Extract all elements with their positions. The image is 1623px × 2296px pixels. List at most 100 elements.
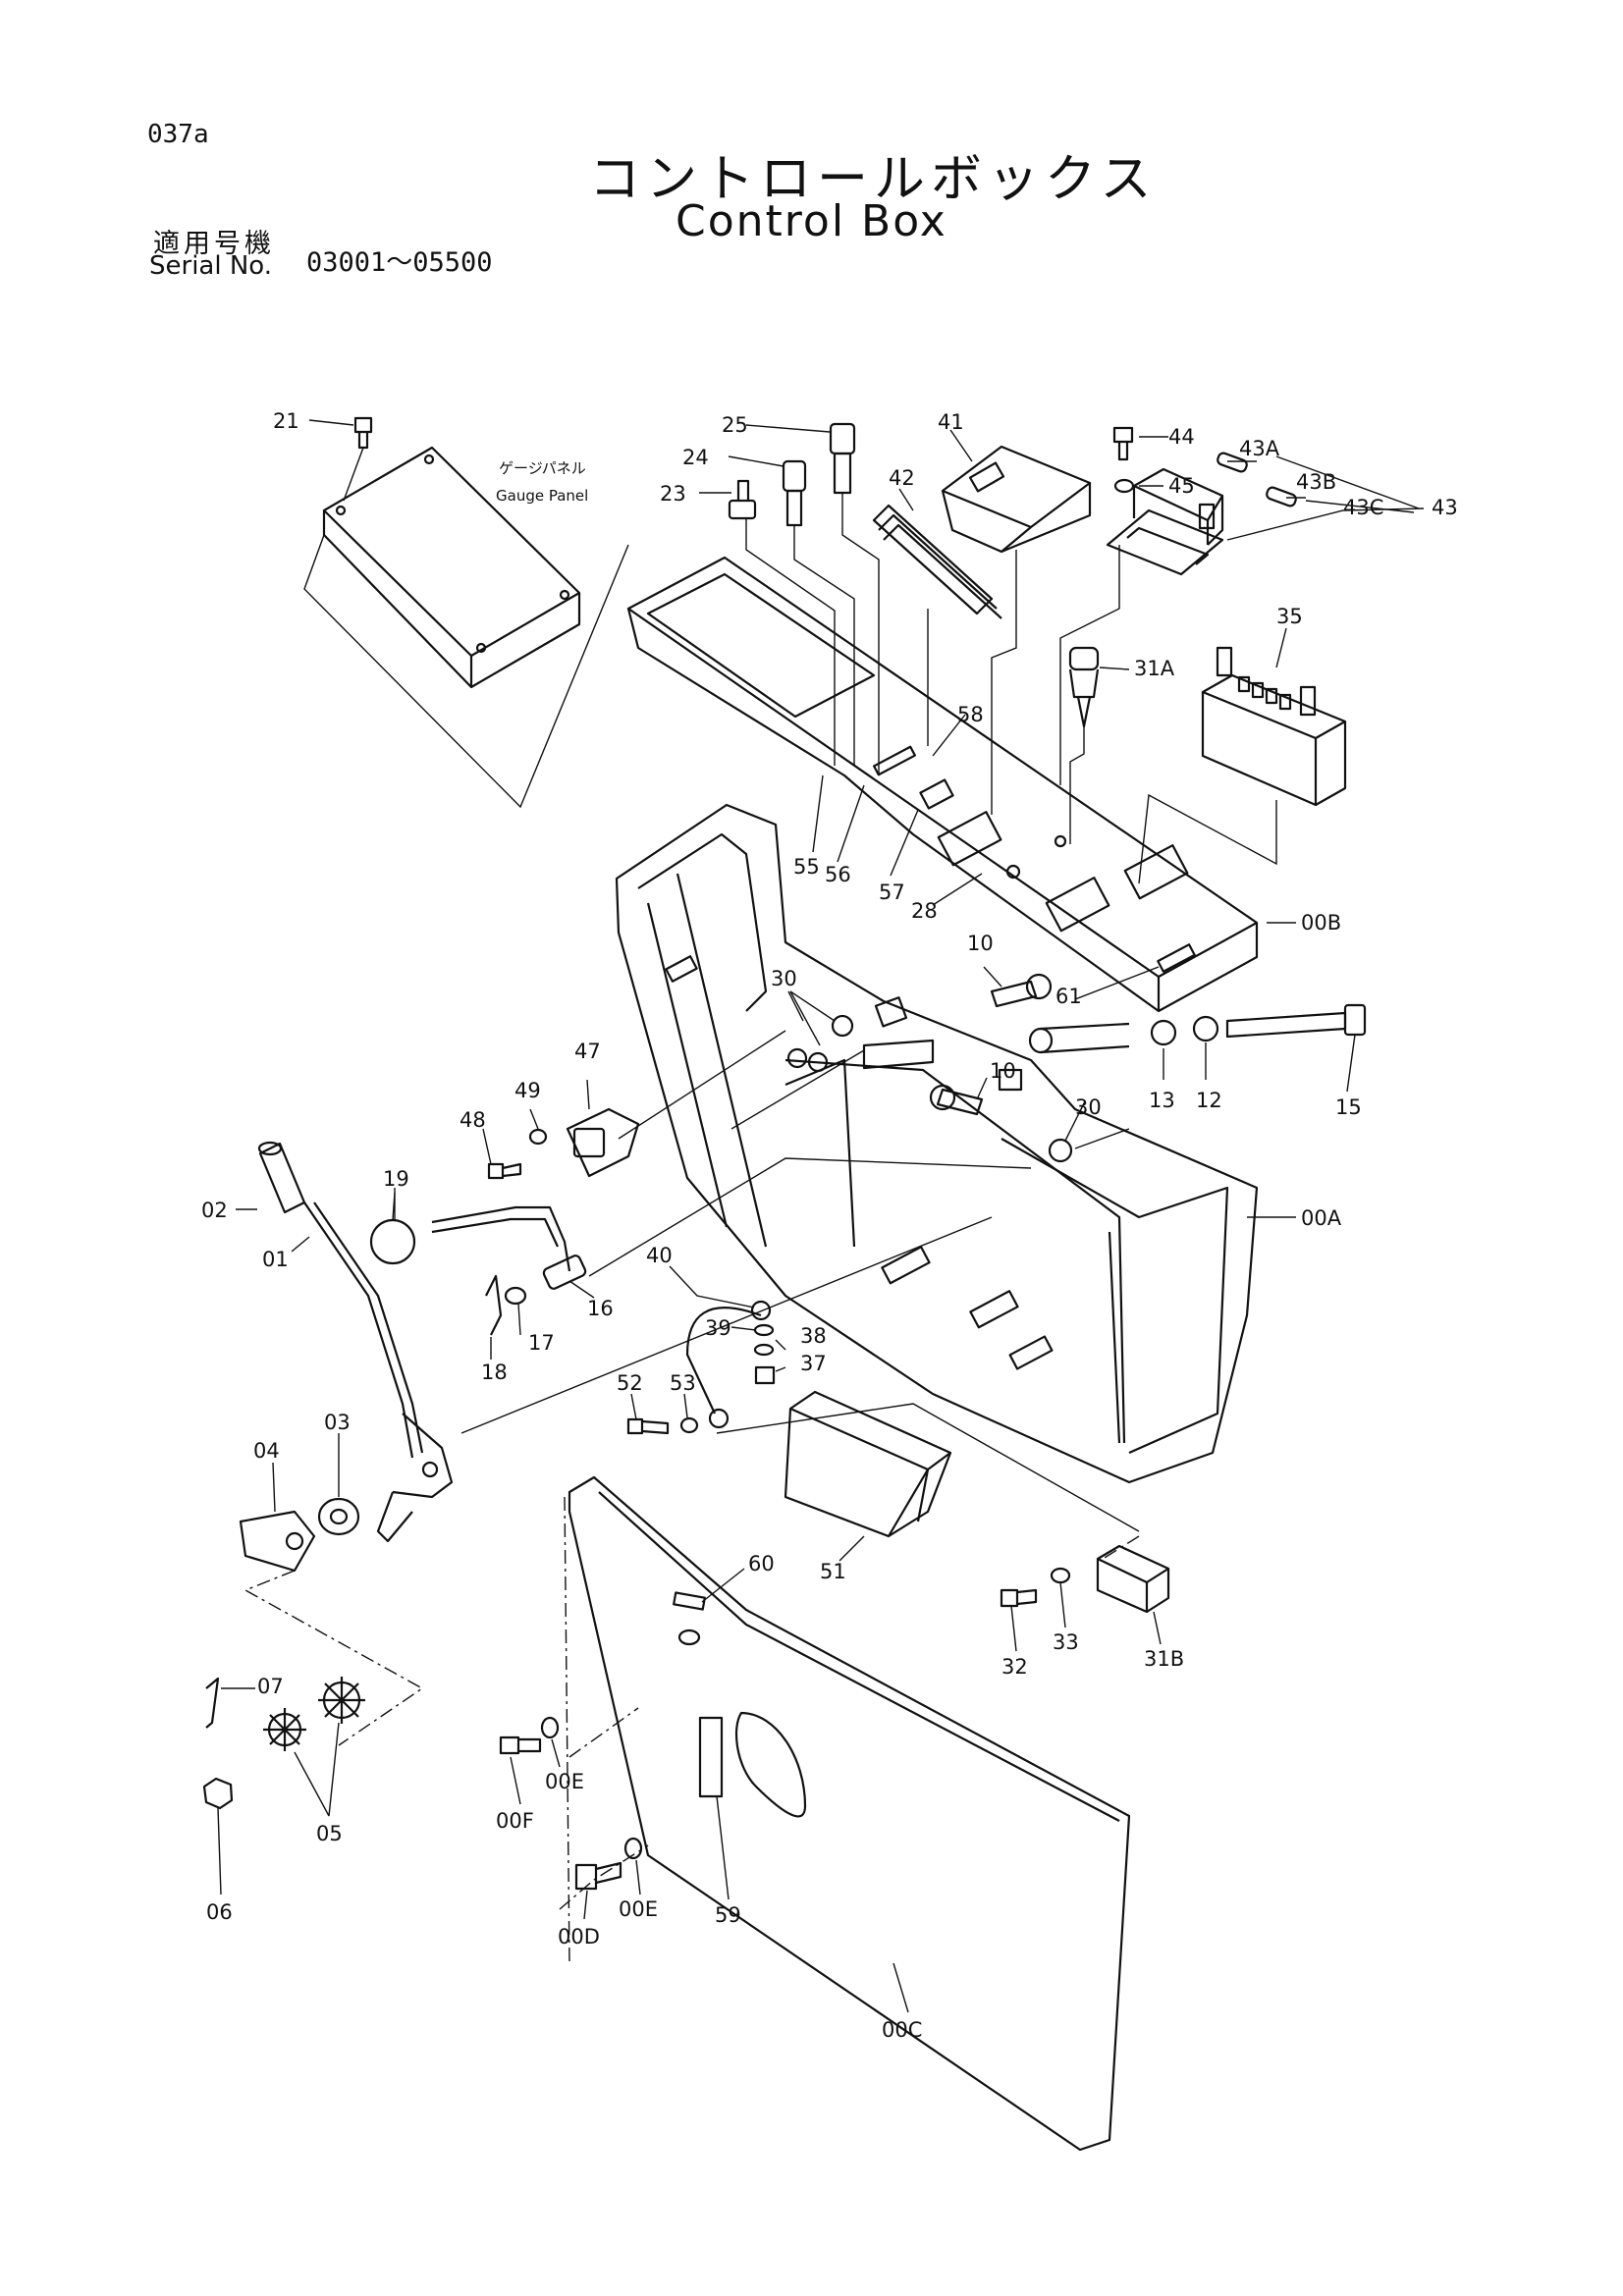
callout-17: 17 [528,1331,555,1355]
callout-01: 01 [262,1248,289,1271]
callout-06: 06 [206,1900,233,1924]
callout-31B: 31B [1144,1647,1184,1671]
nut-30b [1048,1138,1073,1163]
gasket-42 [872,504,1002,746]
screw-37 [754,1365,776,1385]
callout-24: 24 [682,446,709,469]
callout-37: 37 [800,1352,827,1375]
washer-03 [317,1497,360,1536]
diagram-title-japanese: コントロールボックス [589,150,1158,209]
knob-19 [369,1192,416,1265]
bolt-10a [990,973,1053,1008]
callout-35: 35 [1276,605,1303,628]
callout-49: 49 [514,1079,541,1102]
screw-48 [487,1162,522,1180]
switch-31B [1096,1544,1170,1614]
screw-00D [574,1861,622,1891]
callout-16: 16 [587,1297,614,1320]
callout-55: 55 [793,855,820,879]
bracket-47 [566,1107,640,1178]
callout-40: 40 [646,1244,673,1267]
callout-45: 45 [1168,474,1195,498]
callout-43B: 43B [1296,470,1336,494]
callout-43A: 43A [1239,437,1280,460]
callout-51: 51 [820,1560,846,1583]
main-console-body [615,803,1259,1484]
washer-38 [753,1343,775,1357]
serial-range: 03001～05500 [306,247,493,278]
callout-57: 57 [879,881,905,904]
callout-42: 42 [889,466,915,490]
callout-48: 48 [460,1108,486,1132]
callout-33: 33 [1053,1630,1079,1654]
lever-01 [303,1201,454,1543]
fuse-43B [1266,486,1297,507]
washer-12 [1192,1015,1219,1042]
callout-32: 32 [1001,1655,1028,1679]
callout-04: 04 [253,1439,280,1463]
callout-58: 58 [957,703,984,726]
callout-60: 60 [748,1552,775,1575]
callout-30-upper: 30 [771,967,797,990]
cotter-pin-07 [205,1677,220,1729]
callout-00F: 00F [496,1809,534,1833]
callout-28: 28 [911,899,938,923]
callout-00A: 00A [1301,1206,1342,1230]
star-washer-05b [318,1677,365,1724]
gauge-panel-label-japanese: ゲージパネル [499,459,586,477]
switch-31A [1068,646,1100,844]
washer-49 [528,1128,548,1146]
callout-44: 44 [1168,425,1195,449]
callout-12: 12 [1196,1089,1222,1112]
spacer-tube [862,1039,935,1070]
callout-labels: 21 ゲージパネル Gauge Panel 25 24 23 41 42 44 … [201,409,1458,2042]
callout-31A: 31A [1134,657,1175,680]
switch-25 [829,422,880,775]
callout-02: 02 [201,1199,228,1222]
bolt-15 [1225,1003,1367,1039]
callout-10-lower: 10 [990,1059,1016,1083]
cotter-pin-18 [485,1274,503,1336]
callout-00E-upper: 00E [545,1770,584,1793]
callout-00B: 00B [1301,911,1341,934]
gauge-panel-cover [303,446,629,809]
upper-console-frame [626,556,1259,1013]
clip-61 [1157,943,1196,973]
callout-03: 03 [324,1411,351,1434]
page-code: 037a [147,120,209,149]
callout-38: 38 [800,1324,827,1348]
bushing-13 [1150,1019,1177,1046]
side-cover-00C [568,1475,1131,2152]
pocket-41 [941,445,1092,815]
callout-47: 47 [574,1040,601,1063]
nut-30a [786,1014,854,1073]
callout-00D: 00D [558,1925,600,1949]
washer-45 [1113,478,1135,494]
ground-cable-40 [685,1300,772,1429]
washer-33 [1050,1567,1071,1584]
serial-label-japanese: 適用号機 [153,229,275,259]
screw-32 [1000,1588,1038,1608]
diagram-title-english: Control Box [676,196,947,246]
washer-17 [504,1286,527,1306]
spacer-13 [1028,1022,1130,1054]
callout-41: 41 [938,410,964,434]
plate-small [874,996,1023,1092]
assembly-lines [243,1030,1140,1964]
callout-15: 15 [1335,1095,1362,1119]
screw-44 [1112,426,1134,461]
nut-06 [202,1777,234,1810]
callout-53: 53 [670,1371,696,1395]
fuse-box-35 [1138,646,1347,884]
callout-56: 56 [825,863,851,886]
callout-05: 05 [316,1822,343,1845]
star-washer-05a [263,1708,306,1751]
switch-23 [728,479,836,766]
washer-39 [753,1323,775,1337]
control-unit-51 [784,1390,952,1538]
screw-21 [343,416,373,502]
callout-21: 21 [273,409,299,433]
shaft-16 [431,1205,587,1290]
callout-10-upper: 10 [967,932,994,955]
